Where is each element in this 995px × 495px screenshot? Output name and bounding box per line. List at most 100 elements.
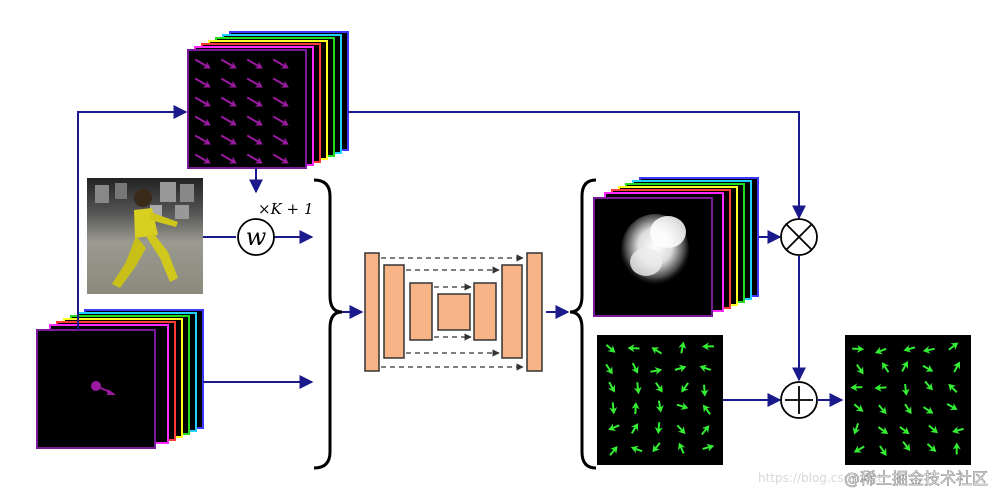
flow-arrows-purple: [194, 58, 289, 164]
arrow-glyph: [605, 344, 616, 353]
arrow-glyph: [220, 134, 237, 145]
arrow-glyph: [674, 364, 687, 373]
flow-arrows-green-output: [850, 342, 964, 456]
arrow-glyph: [701, 342, 714, 351]
arrow-glyph: [272, 96, 289, 107]
output-flow-field: [845, 335, 971, 465]
arrow-glyph: [699, 364, 712, 373]
arrow-glyph: [272, 134, 289, 145]
flow-stack-top: [187, 31, 349, 169]
arrow-glyph: [922, 406, 934, 414]
arrow-glyph: [246, 153, 263, 164]
arrow-glyph: [655, 400, 664, 413]
arrow-glyph: [246, 134, 263, 145]
arrow-glyph: [246, 58, 263, 69]
arrow-glyph: [952, 426, 964, 435]
arrow-glyph: [654, 422, 663, 435]
child-figure: [112, 189, 178, 288]
repeat-factor-label: ×K + 1: [258, 200, 313, 218]
arrow-glyph: [904, 403, 912, 415]
arrow-glyph: [700, 384, 709, 397]
flow-arrows-green-residual: [605, 341, 715, 456]
arrow-glyph: [246, 96, 263, 107]
watermark-brand: @稀土掘金技术社区: [844, 469, 988, 488]
arrow-glyph: [631, 402, 640, 415]
arrow-glyph: [609, 402, 618, 415]
skip-connections: [381, 254, 524, 371]
arrow-glyph: [678, 341, 687, 354]
weight-operator-label: w: [246, 223, 267, 251]
arrow-glyph: [856, 363, 864, 375]
arrow-glyph: [246, 77, 263, 88]
arrow-glyph: [652, 442, 661, 453]
arrow-glyph: [877, 426, 889, 434]
arrow-glyph: [852, 423, 861, 435]
arrow-glyph: [902, 440, 911, 452]
arrow-glyph: [850, 383, 863, 392]
arrow-glyph: [853, 445, 865, 453]
arrow-glyph: [220, 77, 237, 88]
arrow-glyph: [194, 115, 211, 126]
left-brace: [313, 178, 343, 470]
arrow-glyph: [952, 442, 961, 455]
arrow-glyph: [608, 381, 616, 393]
arrow-glyph: [701, 425, 710, 436]
add-operator-node: [780, 381, 818, 419]
arrow-glyph: [702, 404, 711, 415]
arrow-glyph: [926, 443, 937, 452]
soft-mask-blob: [621, 214, 689, 286]
arrow-glyph: [220, 58, 237, 69]
arrow-glyph: [681, 382, 689, 393]
arrow-glyph: [194, 153, 211, 164]
arrow-glyph: [194, 58, 211, 69]
arrow-glyph: [852, 344, 865, 353]
arrow-glyph: [702, 443, 715, 452]
arrow-glyph: [630, 423, 639, 434]
unet-block: [364, 252, 543, 372]
arrow-glyph: [953, 361, 961, 373]
arrow-glyph: [901, 360, 909, 372]
right-brace: [569, 178, 597, 470]
arrow-glyph: [879, 445, 887, 456]
mask-stack: [593, 177, 759, 317]
arrow-glyph: [928, 424, 939, 434]
arrow-glyph: [922, 345, 935, 354]
arrow-glyph: [272, 115, 289, 126]
multiply-operator-node: [780, 218, 818, 256]
arrow-glyph: [633, 382, 642, 395]
arrow-glyph: [272, 77, 289, 88]
arrow-glyph: [272, 153, 289, 164]
arrow-glyph: [924, 380, 933, 391]
arrow-glyph: [878, 404, 887, 415]
arrow-glyph: [948, 342, 959, 351]
arrow-glyph: [194, 96, 211, 107]
arrow-glyph: [676, 402, 689, 410]
keypoint-stack: [36, 309, 204, 449]
arrow-glyph: [650, 366, 663, 375]
weight-operator-node: w: [237, 218, 275, 256]
input-video-frame: [87, 178, 203, 294]
arrow-glyph: [882, 362, 890, 373]
arrow-glyph: [194, 77, 211, 88]
arrow-glyph: [655, 382, 663, 393]
arrow-glyph: [946, 402, 958, 410]
arrow-glyph: [605, 363, 613, 375]
arrow-glyph: [630, 445, 643, 454]
arrow-glyph: [220, 115, 237, 126]
arrow-glyph: [948, 383, 958, 393]
arrow-glyph: [246, 115, 263, 126]
arrow-glyph: [874, 346, 887, 355]
arrow-glyph: [194, 134, 211, 145]
arrow-glyph: [901, 383, 910, 396]
arrow-glyph: [899, 426, 910, 435]
arrow-glyph: [651, 347, 663, 355]
arrow-glyph: [631, 362, 639, 374]
arrow-glyph: [220, 153, 237, 164]
arrow-glyph: [678, 442, 686, 454]
arrow-glyph: [676, 424, 686, 435]
arrow-glyph: [874, 383, 887, 392]
arrow-glyph: [903, 344, 916, 353]
residual-flow-field: [597, 335, 723, 465]
arrow-glyph: [220, 96, 237, 107]
